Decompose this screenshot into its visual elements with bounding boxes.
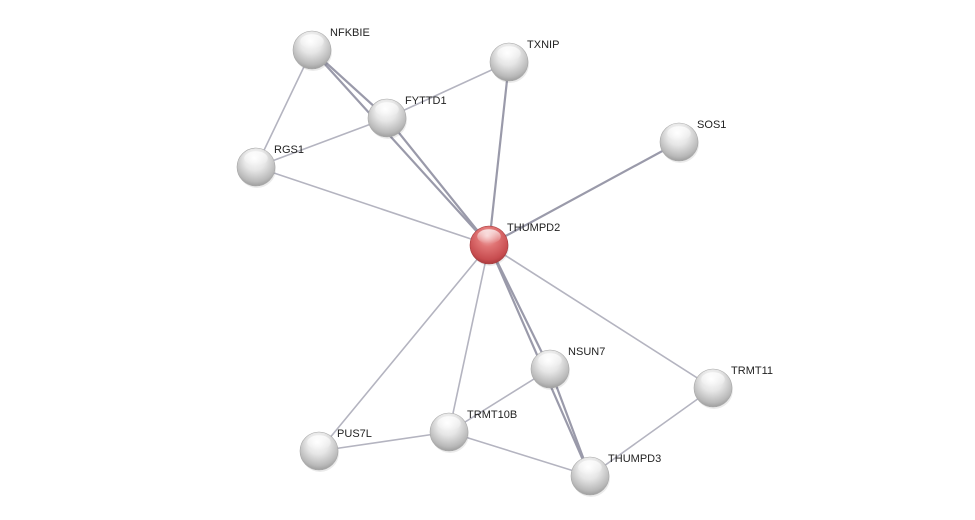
node-label-nfkbie: NFKBIE [330,27,370,39]
node-trmt11[interactable]: TRMT11 [693,365,773,409]
node-nfkbie[interactable]: NFKBIE [292,27,370,71]
edge-trmt11-thumpd3 [589,387,714,477]
node-label-trmt11: TRMT11 [731,365,773,377]
node-gloss [244,151,268,166]
node-label-rgs1: RGS1 [274,144,304,156]
edge-txnip-thumpd2 [487,60,511,247]
edge-fyttd1-thumpd2 [385,116,491,247]
edge-fyttd1-txnip [386,61,510,119]
node-gloss [307,435,331,450]
node-sos1[interactable]: SOS1 [659,119,726,163]
node-gloss [300,34,324,49]
node-gloss [701,372,725,387]
edge-nfkbie-thumpd2 [310,48,491,247]
node-gloss [497,46,521,61]
edge-rgs1-thumpd2 [255,166,490,246]
edge-trmt10b-pus7l [318,431,450,452]
node-gloss [375,102,399,117]
node-rgs1[interactable]: RGS1 [236,144,304,188]
node-label-sos1: SOS1 [697,119,726,131]
node-gloss [437,416,461,431]
node-gloss [578,460,602,475]
node-fyttd1[interactable]: FYTTD1 [367,95,447,139]
node-label-trmt10b: TRMT10B [467,409,517,421]
node-label-thumpd2: THUMPD2 [507,222,560,234]
edge-nfkbie-rgs1 [255,49,313,168]
node-gloss [667,126,691,141]
node-label-thumpd3: THUMPD3 [608,453,661,465]
node-nsun7[interactable]: NSUN7 [530,346,605,390]
edge-fyttd1-rgs1 [255,117,388,168]
node-gloss [477,229,501,244]
edge-nsun7-trmt10b [448,368,551,433]
edge-trmt10b-thumpd3 [448,431,591,477]
node-label-fyttd1: FYTTD1 [405,95,447,107]
node-thumpd2[interactable]: THUMPD2 [469,222,560,266]
node-label-nsun7: NSUN7 [568,346,605,358]
edge-thumpd2-trmt10b [448,244,490,433]
node-label-pus7l: PUS7L [337,428,372,440]
edge-thumpd2-pus7l [318,244,490,452]
node-thumpd3[interactable]: THUMPD3 [570,453,661,497]
edge-sos1-thumpd2 [487,140,681,247]
node-gloss [538,353,562,368]
node-pus7l[interactable]: PUS7L [299,428,372,472]
node-trmt10b[interactable]: TRMT10B [429,409,517,453]
node-label-txnip: TXNIP [527,39,559,51]
edge-thumpd2-trmt11 [488,244,714,389]
node-txnip[interactable]: TXNIP [489,39,559,83]
